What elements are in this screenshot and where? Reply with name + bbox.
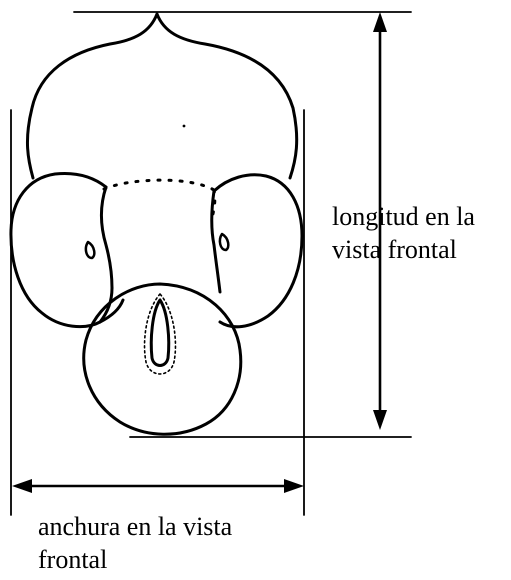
dimension-lines — [10, 11, 412, 516]
left-marking — [84, 240, 96, 260]
right-lateral-petal — [212, 173, 304, 329]
width-arrowhead-left — [12, 479, 32, 493]
width-label-line2: frontal — [38, 545, 108, 574]
width-label-line1: anchura en la vista — [38, 512, 233, 541]
width-arrow — [12, 479, 304, 493]
length-arrow — [373, 12, 387, 430]
length-label-line1: longitud en la — [332, 202, 475, 231]
left-lateral-inner — [98, 286, 114, 324]
lower-lip — [82, 282, 243, 436]
flower-outline — [9, 12, 304, 436]
length-label: longitud en la vista frontal — [332, 200, 475, 266]
length-arrowhead-top — [373, 12, 387, 32]
lip-aperture — [149, 298, 171, 367]
length-label-line2: vista frontal — [332, 235, 457, 264]
column-dotted-arc — [102, 178, 217, 220]
upper-petal — [25, 12, 299, 180]
central-column-right — [210, 189, 222, 294]
width-label: anchura en la vista frontal — [38, 510, 232, 576]
central-column-left — [100, 185, 114, 290]
length-arrowhead-bottom — [373, 410, 387, 430]
petal-dot — [182, 124, 186, 128]
lip-aperture-outline — [143, 293, 177, 375]
width-arrowhead-right — [284, 479, 304, 493]
right-marking — [218, 232, 230, 252]
